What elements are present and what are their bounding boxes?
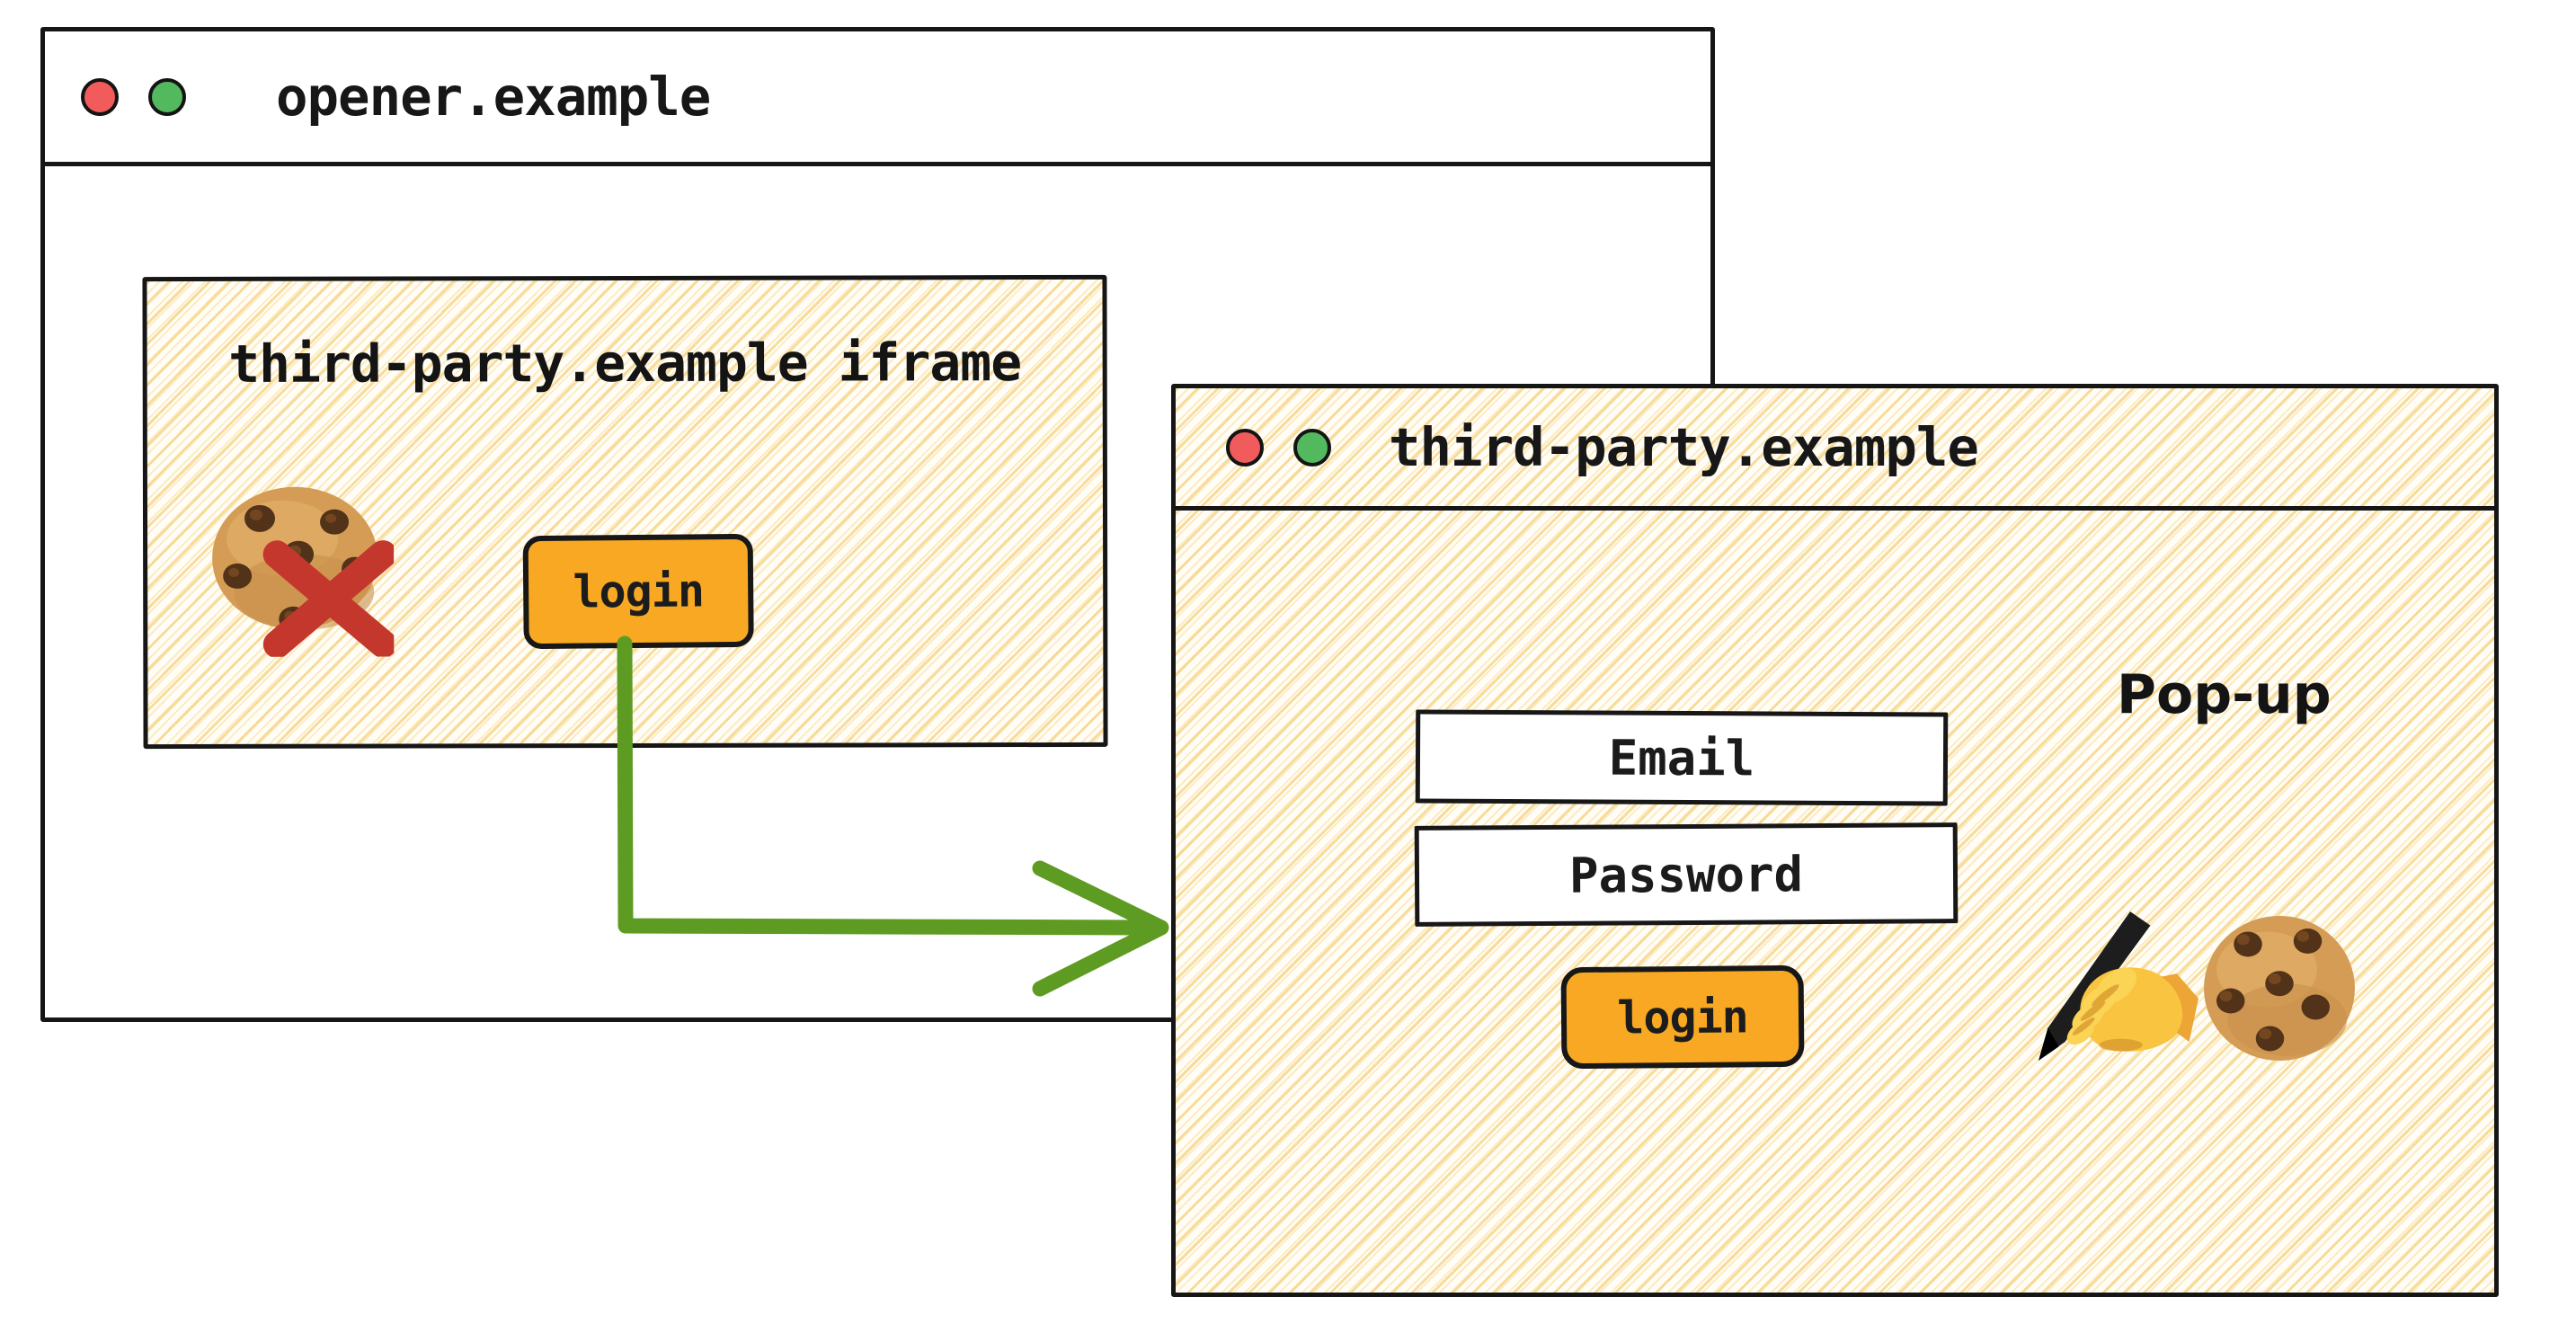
iframe-title: third-party.example iframe (228, 332, 1022, 395)
email-field[interactable] (1415, 709, 1949, 806)
iframe-login-button[interactable]: login (522, 533, 754, 650)
password-field[interactable] (1414, 822, 1959, 927)
writing-hand-icon (2028, 905, 2198, 1071)
minimize-button[interactable] (148, 77, 186, 116)
popup-window-title: third-party.example (1389, 416, 1979, 478)
opener-titlebar: opener.example (45, 31, 1710, 166)
popup-login-button[interactable]: login (1560, 964, 1805, 1070)
third-party-iframe: third-party.example iframe (142, 274, 1108, 750)
popup-titlebar: third-party.example (1176, 388, 2494, 511)
cookie-icon (2198, 910, 2360, 1071)
minimize-button[interactable] (1293, 428, 1331, 467)
blocked-cookie-icon (210, 486, 397, 659)
signin-icons (2028, 905, 2360, 1071)
close-button[interactable] (1226, 428, 1264, 467)
close-button[interactable] (81, 77, 119, 116)
popup-window: third-party.example Pop-up login (1171, 384, 2499, 1297)
opener-window-title: opener.example (276, 66, 711, 128)
popup-label: Pop-up (2117, 663, 2332, 726)
